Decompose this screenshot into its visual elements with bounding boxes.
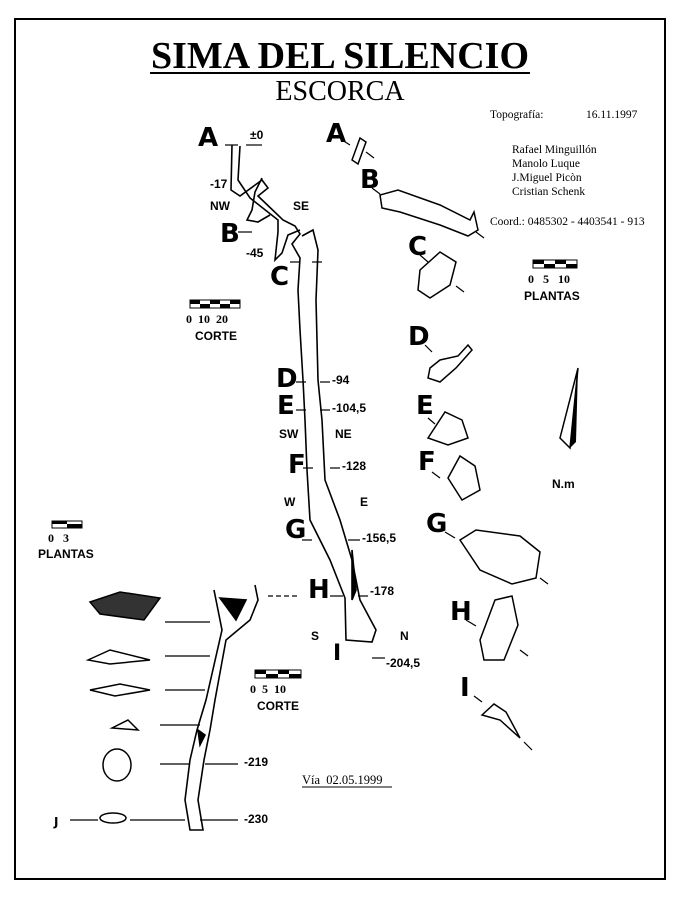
map-subtitle: ESCORCA <box>275 76 405 107</box>
scale-label: CORTE <box>257 699 299 713</box>
cave-section-profile <box>184 144 377 831</box>
depth-label: -128 <box>342 459 366 473</box>
plan-letter-g: G <box>426 509 447 539</box>
map-title: SIMA DEL SILENCIO <box>151 35 529 77</box>
section-letter-a: A <box>198 123 218 153</box>
orientation-label: N <box>400 629 409 643</box>
section-letter-d: D <box>276 364 298 394</box>
scale-label: PLANTAS <box>38 547 94 561</box>
author: Cristian Schenk <box>512 186 585 198</box>
plan-f <box>447 454 481 501</box>
plan-letter-i: I <box>460 673 470 703</box>
section-letter-i: I <box>333 641 341 666</box>
plan-h <box>479 595 519 661</box>
north-label: N.m <box>552 477 575 491</box>
orientation-label: SW <box>279 427 299 441</box>
plan-left-3 <box>89 683 151 697</box>
depth-label: -178 <box>370 584 394 598</box>
depth-labels: ±0 -17 -45 -94 -104,5 -128 -156,5 -178 -… <box>210 128 420 826</box>
north-arrow-icon: N.m <box>552 367 579 491</box>
plan-letter-e: E <box>416 391 434 421</box>
orientation-label: NW <box>210 199 231 213</box>
scale-corte-lower: 0 5 10 CORTE <box>250 669 302 713</box>
depth-label: -45 <box>246 246 264 260</box>
topografia-date: 16.11.1997 <box>586 109 638 121</box>
scale-plantas-left: 0 3 PLANTAS <box>38 520 94 561</box>
plan-left-2 <box>85 649 151 665</box>
section-letter-j: J <box>53 815 58 829</box>
orientation-label: SE <box>293 199 309 213</box>
plan-left-4 <box>109 719 140 731</box>
depth-label: -94 <box>332 373 350 387</box>
via-date: Vía 02.05.1999 <box>302 773 383 787</box>
plan-letter-c: C <box>408 232 427 262</box>
orientation-label: S <box>311 629 319 643</box>
plan-j <box>99 812 127 824</box>
section-letter-c: C <box>270 262 289 292</box>
plan-letter-a: A <box>326 119 346 149</box>
survey-info: Topografía: 16.11.1997 Rafael Minguillón… <box>490 109 645 228</box>
plan-left-1 <box>88 591 162 621</box>
scale-ticks: 0 3 <box>48 531 69 545</box>
depth-label: -104,5 <box>332 401 366 415</box>
author: J.Miguel Picòn <box>512 172 582 184</box>
section-letter-e: E <box>277 391 295 421</box>
plan-g <box>458 529 541 585</box>
orientation-label: E <box>360 495 368 509</box>
plan-letter-b: B <box>360 165 380 195</box>
plan-left-5 <box>102 748 132 782</box>
scale-corte-upper: 0 10 20 CORTE <box>186 299 241 343</box>
scale-label: PLANTAS <box>524 289 580 303</box>
scale-label: CORTE <box>195 329 237 343</box>
cave-plan-sections <box>85 136 541 824</box>
depth-label: -230 <box>244 812 268 826</box>
author: Rafael Minguillón <box>512 144 597 156</box>
section-letter-f: F <box>288 450 306 480</box>
depth-label: -17 <box>210 177 228 191</box>
plan-letter-h: H <box>450 597 472 627</box>
author: Manolo Luque <box>512 158 580 170</box>
orientation-label: NE <box>335 427 352 441</box>
plan-c <box>417 251 457 299</box>
plan-letter-f: F <box>418 447 436 477</box>
section-reference-lines <box>70 139 549 821</box>
orientation-label: W <box>284 495 296 509</box>
plan-a <box>351 136 367 166</box>
section-letters: A B C D E F G H I J <box>53 123 341 829</box>
plan-e <box>426 411 469 446</box>
depth-label: -156,5 <box>362 531 396 545</box>
plan-d <box>427 343 473 383</box>
plan-letters: A B C D E F G H I <box>326 119 472 703</box>
plan-i <box>480 703 521 739</box>
depth-label: -204,5 <box>386 656 420 670</box>
frame-border <box>14 18 666 880</box>
section-letter-g: G <box>285 515 306 545</box>
depth-label: -219 <box>244 755 268 769</box>
plan-letter-d: D <box>408 322 430 352</box>
topografia-label: Topografía: <box>490 109 543 121</box>
depth-label: ±0 <box>250 128 264 142</box>
scale-ticks: 0 5 10 <box>250 682 286 696</box>
scale-plantas-right: 0 5 10 PLANTAS <box>524 259 580 303</box>
coordinates: Coord.: 0485302 - 4403541 - 913 <box>490 216 645 228</box>
section-letter-b: B <box>220 219 240 249</box>
scale-ticks: 0 10 20 <box>186 312 228 326</box>
plan-b <box>379 189 479 237</box>
section-letter-h: H <box>308 575 330 605</box>
scale-ticks: 0 5 10 <box>528 272 570 286</box>
